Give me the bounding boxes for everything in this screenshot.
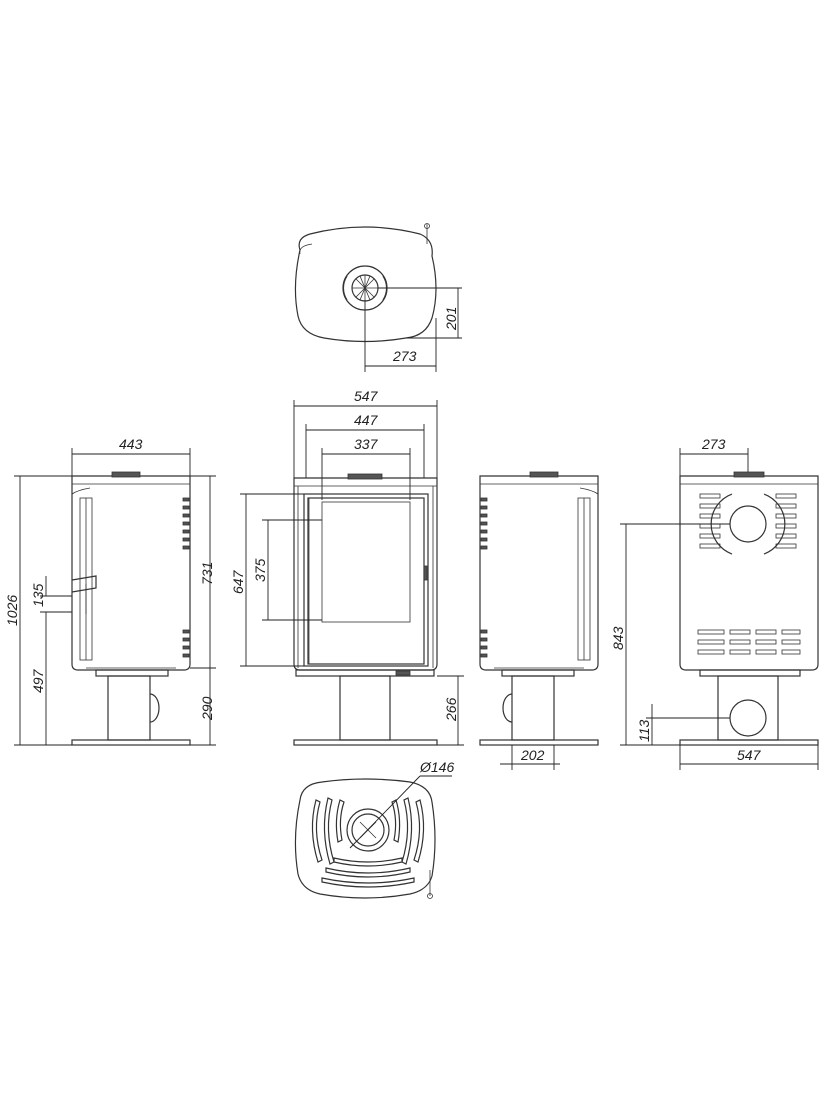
- dim-290: 290: [199, 696, 215, 721]
- dim-273-rear: 273: [701, 436, 726, 452]
- dim-375: 375: [252, 558, 268, 582]
- dim-731: 731: [199, 562, 215, 585]
- dim-843: 843: [610, 626, 626, 650]
- dim-337: 337: [354, 436, 379, 452]
- dim-diameter-146: Ø146: [419, 759, 454, 775]
- dim-647: 647: [230, 569, 246, 594]
- rear-view: [620, 448, 819, 770]
- bottom-view: [294, 775, 452, 899]
- dim-202: 202: [520, 747, 545, 763]
- dim-447: 447: [354, 412, 379, 428]
- dim-135: 135: [30, 583, 46, 607]
- top-view: [294, 223, 462, 372]
- rear-flue-outlet-icon: [729, 505, 767, 543]
- right-side-view: [479, 471, 599, 770]
- dim-443: 443: [119, 436, 143, 452]
- dim-273-top: 273: [392, 348, 417, 364]
- dim-1026: 1026: [4, 595, 20, 626]
- dim-497: 497: [30, 668, 46, 693]
- front-view: [240, 400, 464, 746]
- bottom-flue-icon: [346, 808, 390, 852]
- dim-113: 113: [636, 719, 652, 742]
- rear-air-inlet-icon: [729, 699, 767, 737]
- dim-201: 201: [443, 307, 459, 331]
- left-side-view: [14, 448, 216, 746]
- dim-547-rear: 547: [737, 747, 762, 763]
- dim-547-front: 547: [354, 388, 379, 404]
- dim-266: 266: [443, 697, 459, 722]
